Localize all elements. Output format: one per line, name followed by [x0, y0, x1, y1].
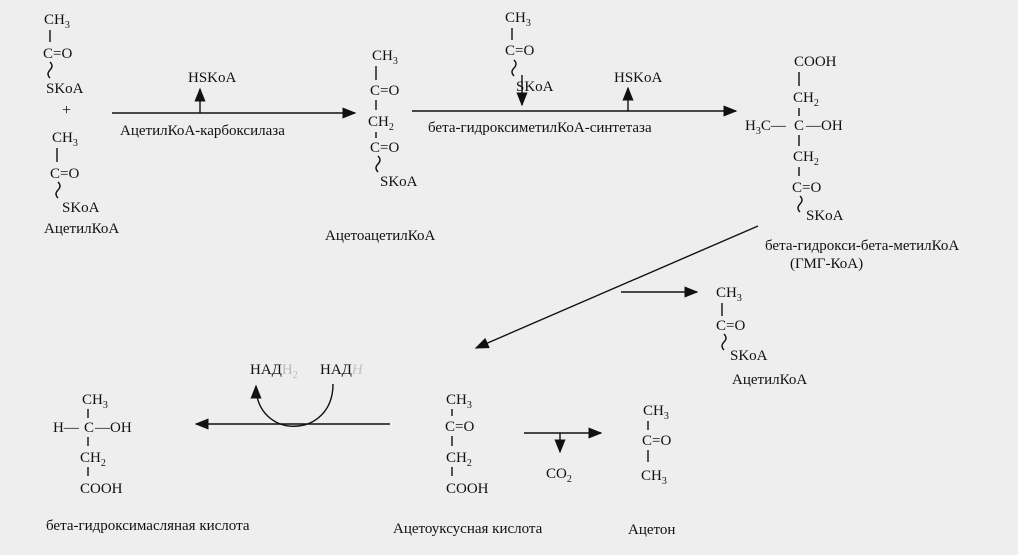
svg-text:C=O: C=O — [505, 43, 534, 59]
plus-sign: + — [62, 102, 71, 119]
svg-text:CH3: CH3 — [372, 48, 398, 67]
acetoacetic-acid-label: Ацетоуксусная кислота — [393, 521, 543, 537]
enzyme-acetyl-coa-carboxylase: АцетилКоА-карбоксилаза — [120, 123, 285, 139]
nad-cycle: НАДН2 НАДН — [250, 362, 364, 427]
svg-text:CH3: CH3 — [643, 403, 669, 422]
svg-text:C=O: C=O — [50, 166, 79, 182]
svg-text:CH3: CH3 — [446, 392, 472, 411]
hmg-coa-label: бета-гидрокси-бета-метилКоА — [765, 238, 959, 254]
acetyl-coa-label: АцетилКоА — [44, 221, 119, 237]
svg-text:COOH: COOH — [80, 481, 123, 497]
hmg-coa: COOH CH2 H3C— C —OH CH2 C=O SKoA бета-ги… — [745, 54, 959, 272]
acetoacetyl-coa: CH3 C=O CH2 C=O SKoA АцетоацетилКоА — [325, 48, 436, 244]
cleavage-arrow — [474, 225, 759, 349]
acetone-label: Ацетон — [628, 522, 675, 538]
hmg-coa-abbreviation: (ГМГ-КоА) — [790, 256, 863, 272]
enzyme-hmg-coa-synthase: бета-гидроксиметилКоА-синтетаза — [428, 120, 652, 136]
beta-hydroxybutyrate-label: бета-гидроксимасляная кислота — [46, 518, 250, 534]
svg-text:—OH: —OH — [805, 118, 843, 134]
svg-text:H3C—: H3C— — [745, 118, 787, 137]
svg-text:SKoA: SKoA — [516, 79, 554, 95]
svg-text:CH3: CH3 — [641, 468, 667, 487]
acetyl-coa-bottom: CH3 C=O SKoA АцетилКоА — [44, 130, 119, 237]
svg-text:CH2: CH2 — [793, 149, 819, 168]
svg-text:COOH: COOH — [794, 54, 837, 70]
released-acetyl-coa-label: АцетилКоА — [732, 372, 807, 388]
acetoacetyl-coa-label: АцетоацетилКоА — [325, 228, 436, 244]
hskoa-release-1: HSKoA — [188, 70, 237, 86]
svg-text:—OH: —OH — [94, 420, 132, 436]
svg-text:CO2: CO2 — [546, 466, 572, 485]
svg-text:C=O: C=O — [370, 83, 399, 99]
svg-text:SKoA: SKoA — [62, 200, 100, 216]
nadh2-label: НАДН2 — [250, 362, 298, 381]
acetone: CH3 C=O CH3 Ацетон — [628, 403, 675, 538]
svg-text:CH3: CH3 — [716, 285, 742, 304]
svg-text:C=O: C=O — [43, 46, 72, 62]
svg-text:CH3: CH3 — [82, 392, 108, 411]
svg-text:CH3: CH3 — [505, 10, 531, 29]
svg-text:CH3: CH3 — [44, 12, 70, 31]
svg-text:CH3: CH3 — [52, 130, 78, 149]
nad-label: НАДН — [320, 362, 364, 378]
acetoacetic-acid: CH3 C=O CH2 COOH Ацетоуксусная кислота — [393, 392, 543, 537]
decarboxylation-arrow: CO2 — [524, 427, 603, 485]
svg-text:SKoA: SKoA — [46, 81, 84, 97]
svg-text:C=O: C=O — [642, 433, 671, 449]
svg-text:CH2: CH2 — [80, 450, 106, 469]
released-acetyl-coa: CH3 C=O SKoA АцетилКоА — [716, 285, 807, 388]
svg-text:C: C — [84, 420, 94, 436]
hskoa-release-2: HSKoA — [614, 70, 663, 86]
svg-text:C=O: C=O — [792, 180, 821, 196]
svg-text:CH2: CH2 — [446, 450, 472, 469]
svg-text:C=O: C=O — [370, 140, 399, 156]
svg-text:SKoA: SKoA — [730, 348, 768, 364]
svg-text:H—: H— — [53, 420, 80, 436]
step1-arrow: HSKoA АцетилКоА-карбоксилаза — [112, 70, 357, 139]
svg-text:SKoA: SKoA — [380, 174, 418, 190]
svg-text:C=O: C=O — [445, 419, 474, 435]
svg-text:SKoA: SKoA — [806, 208, 844, 224]
svg-text:C=O: C=O — [716, 318, 745, 334]
svg-text:COOH: COOH — [446, 481, 489, 497]
svg-text:C: C — [794, 118, 804, 134]
acetyl-coa-top: CH3 C=O SKoA — [43, 12, 84, 97]
step2-arrow: CH3 C=O SKoA HSKoA бета-гидроксиметилКоА… — [412, 10, 738, 136]
beta-hydroxybutyrate: CH3 H— C —OH CH2 COOH бета-гидроксимасля… — [46, 392, 250, 534]
svg-text:CH2: CH2 — [368, 114, 394, 133]
svg-text:CH2: CH2 — [793, 90, 819, 109]
